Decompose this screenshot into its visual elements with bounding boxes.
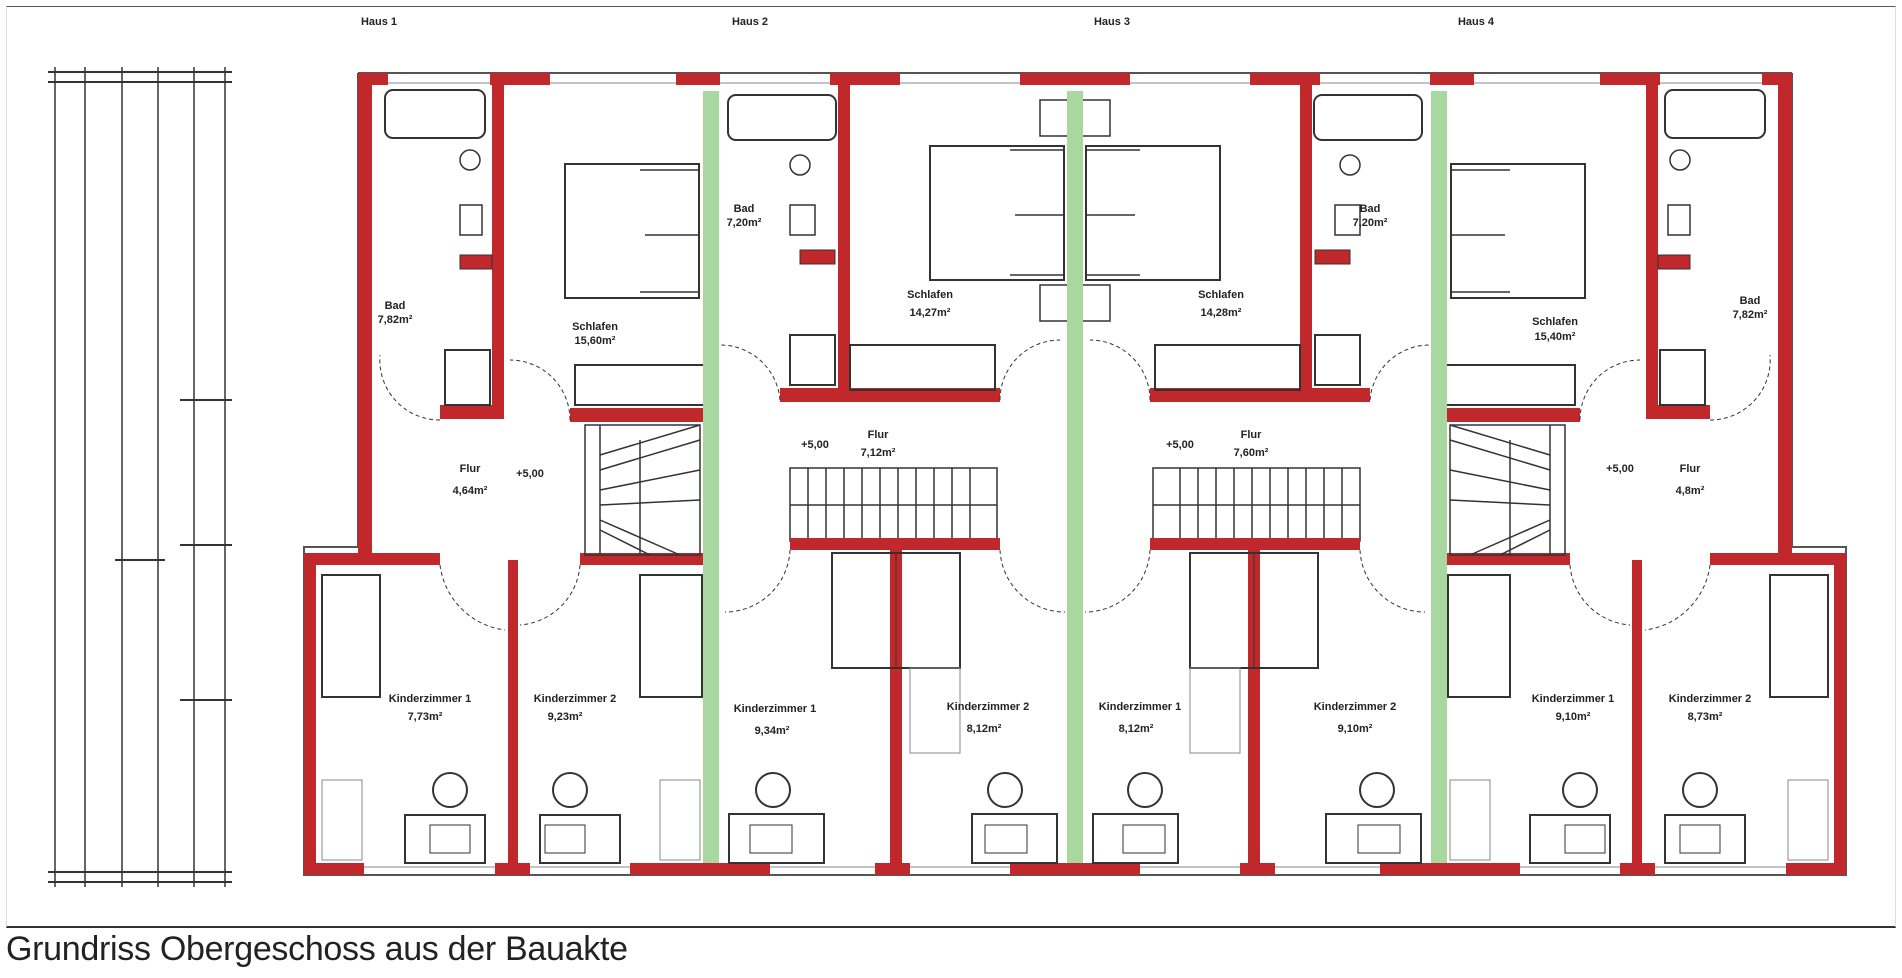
room-labels: Bad 7,82m² Schlafen 15,60m² Flur 4,64m² …: [378, 203, 1768, 737]
room-name: Schlafen: [572, 321, 618, 333]
room-name: Kinderzimmer 2: [947, 701, 1030, 713]
room-area: 14,27m²: [910, 307, 951, 319]
level-marker: +5,00: [1166, 439, 1194, 451]
floor-plan: Haus 1 Haus 2 Haus 3 Haus 4 +5,00 +5,00 …: [48, 16, 1847, 887]
house-pair-left: [303, 72, 1076, 876]
room-name: Kinderzimmer 2: [534, 693, 617, 705]
room-name: Bad: [1740, 295, 1761, 307]
house-label: Haus 2: [732, 16, 768, 28]
house-pair-right: [1074, 72, 1847, 876]
room-area: 15,60m²: [575, 335, 616, 347]
room-name: Schlafen: [907, 289, 953, 301]
figure-caption: Grundriss Obergeschoss aus der Bauakte: [6, 930, 628, 968]
room-name: Kinderzimmer 1: [734, 703, 817, 715]
house-label: Haus 4: [1458, 16, 1495, 28]
room-area: 8,12m²: [967, 723, 1002, 735]
room-name: Flur: [868, 429, 889, 441]
room-name: Bad: [734, 203, 755, 215]
house-label: Haus 3: [1094, 16, 1130, 28]
exterior-walls: [304, 73, 1075, 875]
room-area: 9,10m²: [1338, 723, 1373, 735]
room-area: 4,8m²: [1676, 485, 1705, 497]
room-area: 7,12m²: [861, 447, 896, 459]
room-area: 15,40m²: [1535, 331, 1576, 343]
room-area: 9,23m²: [548, 711, 583, 723]
room-name: Bad: [385, 300, 406, 312]
room-name: Flur: [1680, 463, 1701, 475]
room-name: Kinderzimmer 2: [1314, 701, 1397, 713]
room-name: Flur: [460, 463, 481, 475]
level-marker: +5,00: [801, 439, 829, 451]
room-name: Kinderzimmer 2: [1669, 693, 1752, 705]
party-wall: [1067, 91, 1083, 863]
party-wall: [703, 91, 719, 863]
dimension-lines: [48, 67, 232, 887]
room-name: Kinderzimmer 1: [389, 693, 472, 705]
room-name: Flur: [1241, 429, 1262, 441]
stairs-haus-2: [789, 467, 998, 542]
level-marker: +5,00: [516, 468, 544, 480]
room-area: 8,12m²: [1119, 723, 1154, 735]
room-name: Schlafen: [1198, 289, 1244, 301]
room-name: Kinderzimmer 1: [1099, 701, 1182, 713]
room-area: 7,73m²: [408, 711, 443, 723]
plan-frame: [6, 6, 1896, 928]
room-name: Bad: [1360, 203, 1381, 215]
room-area: 7,20m²: [727, 217, 762, 229]
room-area: 9,10m²: [1556, 711, 1591, 723]
level-marker: +5,00: [1606, 463, 1634, 475]
room-area: 7,82m²: [1733, 309, 1768, 321]
room-area: 9,34m²: [755, 725, 790, 737]
room-area: 14,28m²: [1201, 307, 1242, 319]
haus-2-interior: [719, 80, 1076, 870]
room-name: Kinderzimmer 1: [1532, 693, 1615, 705]
room-area: 4,64m²: [453, 485, 488, 497]
room-area: 8,73m²: [1688, 711, 1723, 723]
haus-1-interior: [321, 83, 711, 870]
room-area: 7,20m²: [1353, 217, 1388, 229]
room-area: 7,82m²: [378, 314, 413, 326]
room-area: 7,60m²: [1234, 447, 1269, 459]
stairs-haus-1: [584, 424, 701, 556]
room-name: Schlafen: [1532, 316, 1578, 328]
house-label: Haus 1: [361, 16, 397, 28]
